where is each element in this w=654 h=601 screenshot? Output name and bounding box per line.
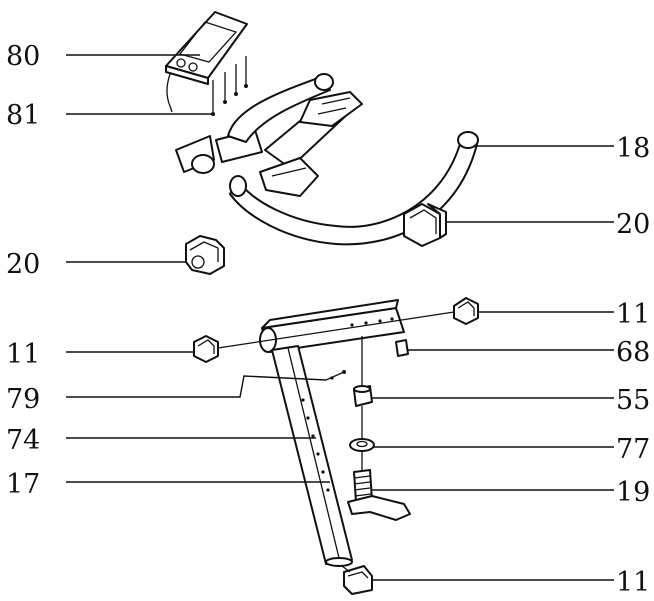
label-81: 81 bbox=[6, 100, 40, 131]
end-cap-right bbox=[403, 203, 447, 247]
label-80: 80 bbox=[6, 41, 40, 72]
label-11-right: 11 bbox=[616, 299, 650, 330]
label-11-left: 11 bbox=[6, 339, 40, 370]
label-77: 77 bbox=[616, 434, 650, 465]
console-monitor bbox=[165, 11, 248, 113]
label-74: 74 bbox=[6, 425, 40, 456]
leader-lines bbox=[66, 54, 614, 581]
label-68: 68 bbox=[616, 337, 650, 368]
label-20-left: 20 bbox=[6, 249, 40, 280]
alignment-lines bbox=[217, 311, 455, 573]
label-18: 18 bbox=[616, 133, 650, 164]
console-screws bbox=[211, 56, 248, 116]
pin bbox=[395, 339, 409, 357]
tube-cap-left bbox=[193, 335, 219, 363]
end-cap-left bbox=[185, 235, 225, 275]
adjustment-lever bbox=[347, 469, 411, 521]
label-11-bottom: 11 bbox=[616, 567, 650, 598]
handlebar-post bbox=[259, 299, 405, 567]
small-screw bbox=[325, 370, 346, 381]
label-79: 79 bbox=[6, 384, 40, 415]
label-20-right: 20 bbox=[616, 209, 650, 240]
tube-cap-right bbox=[453, 297, 479, 325]
label-17: 17 bbox=[6, 469, 40, 500]
tube-cap-bottom bbox=[343, 565, 373, 595]
bushing bbox=[353, 385, 373, 407]
label-19: 19 bbox=[616, 477, 650, 508]
label-55: 55 bbox=[616, 385, 650, 416]
nut bbox=[349, 438, 375, 452]
